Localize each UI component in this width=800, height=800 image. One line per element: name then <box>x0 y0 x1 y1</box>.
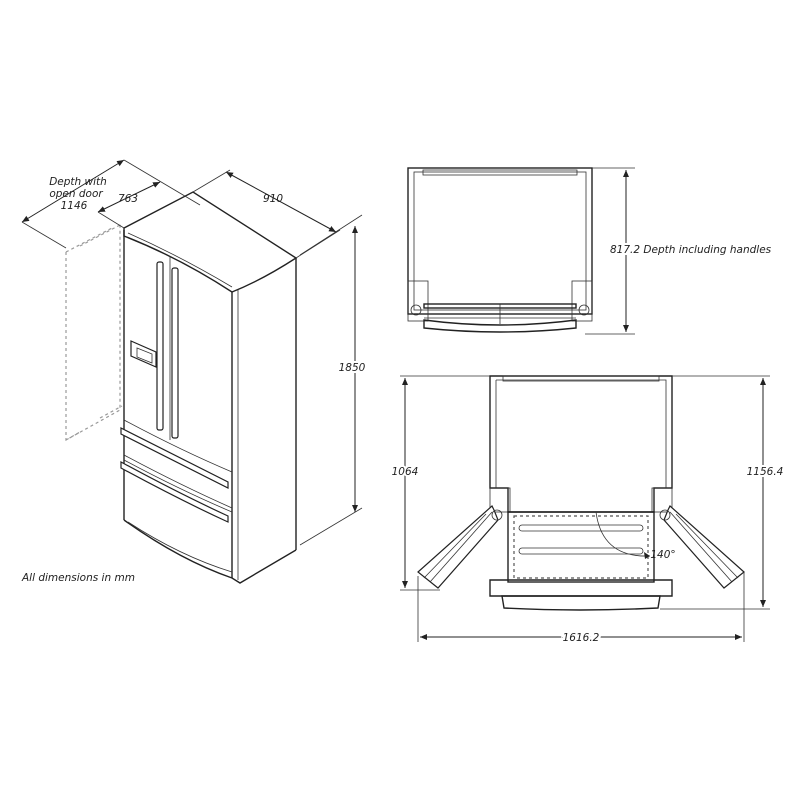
door-angle-arc <box>595 511 651 557</box>
label-depth-open-door-value: 1146 <box>61 200 88 212</box>
top-view-closed: 817.2 Depth including handles <box>407 167 774 335</box>
label-left-depth: 1064 <box>392 466 419 478</box>
door-handles <box>120 261 229 523</box>
label-depth-including-handles: 817.2 Depth including handles <box>610 244 772 256</box>
units-note: All dimensions in mm <box>22 572 135 584</box>
label-depth-open-door-line1: Depth with <box>49 176 107 188</box>
dim-depth <box>97 181 161 229</box>
label-overall-width: 1616.2 <box>563 632 600 644</box>
left-door-handle <box>156 261 164 431</box>
dim-depth-open-door <box>21 159 201 249</box>
top-view-open: 140° 1064 1156.4 1616.2 <box>390 375 785 647</box>
isometric-view: Depth with open door 1146 763 910 1850 <box>21 159 368 584</box>
label-width: 910 <box>263 193 283 205</box>
dim-width <box>192 169 341 259</box>
label-right-depth: 1156.4 <box>747 466 784 478</box>
right-door-handle <box>171 267 179 439</box>
label-height: 1850 <box>339 362 366 374</box>
fridge-body <box>123 191 298 584</box>
dim-height <box>299 214 363 546</box>
upper-drawer-handle <box>120 427 229 489</box>
left-door-open <box>417 505 499 589</box>
label-depth-open-door-line2: open door <box>49 188 103 200</box>
right-door-open <box>663 505 745 589</box>
control-panel <box>130 340 157 368</box>
lower-drawer-handle <box>120 460 229 523</box>
label-depth: 763 <box>118 193 138 205</box>
label-door-angle: 140° <box>650 549 675 561</box>
open-door-ghost-outline <box>65 222 123 442</box>
